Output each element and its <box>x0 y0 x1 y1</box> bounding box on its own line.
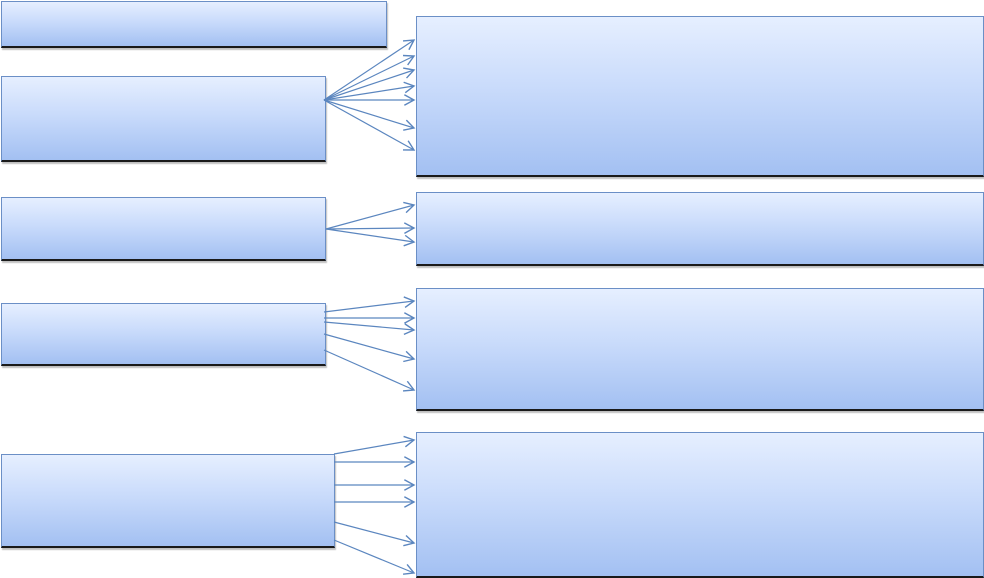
arrowhead-icon <box>403 119 416 131</box>
connector-line <box>323 333 415 360</box>
left-box-3 <box>1 303 326 366</box>
arrowhead-icon <box>404 312 416 324</box>
arrowhead-icon <box>403 234 416 247</box>
arrowhead-icon <box>403 67 416 79</box>
arrowhead-icon <box>402 140 416 151</box>
arrowhead-icon <box>403 350 416 363</box>
connector-line <box>323 39 415 101</box>
arrowhead-icon <box>404 94 416 106</box>
connector-line <box>323 85 415 101</box>
connector-line <box>323 99 415 151</box>
connector-line <box>323 69 415 101</box>
arrowhead-icon <box>403 201 416 214</box>
arrowhead-icon <box>404 479 416 491</box>
left-box-1 <box>1 76 326 162</box>
right-box-2 <box>416 192 984 266</box>
arrowhead-icon <box>403 296 416 308</box>
connector-line <box>323 349 415 391</box>
arrowhead-icon <box>403 323 416 336</box>
arrowhead-icon <box>403 534 416 547</box>
arrowhead-icon <box>404 456 416 468</box>
connector-line <box>323 300 415 313</box>
connector-line <box>325 227 415 230</box>
connector-line <box>323 99 415 129</box>
connector-line <box>323 321 415 331</box>
connector-line <box>333 521 415 544</box>
left-box-header <box>1 1 387 48</box>
arrowhead-icon <box>403 435 416 448</box>
right-box-1 <box>416 16 984 177</box>
arrowhead-icon <box>402 39 416 51</box>
arrowhead-icon <box>404 496 416 508</box>
connector-line <box>325 204 415 230</box>
right-box-3 <box>416 288 984 411</box>
left-box-2 <box>1 197 326 261</box>
arrowhead-icon <box>402 564 416 575</box>
connector-line <box>323 55 415 101</box>
left-box-4 <box>1 454 335 548</box>
connector-line <box>325 228 415 243</box>
right-box-4 <box>416 432 984 578</box>
connector-line <box>333 439 415 455</box>
connector-line <box>333 539 415 574</box>
arrowhead-icon <box>403 81 416 94</box>
arrowhead-icon <box>402 54 416 66</box>
arrowhead-icon <box>403 222 416 234</box>
arrowhead-icon <box>402 380 416 392</box>
